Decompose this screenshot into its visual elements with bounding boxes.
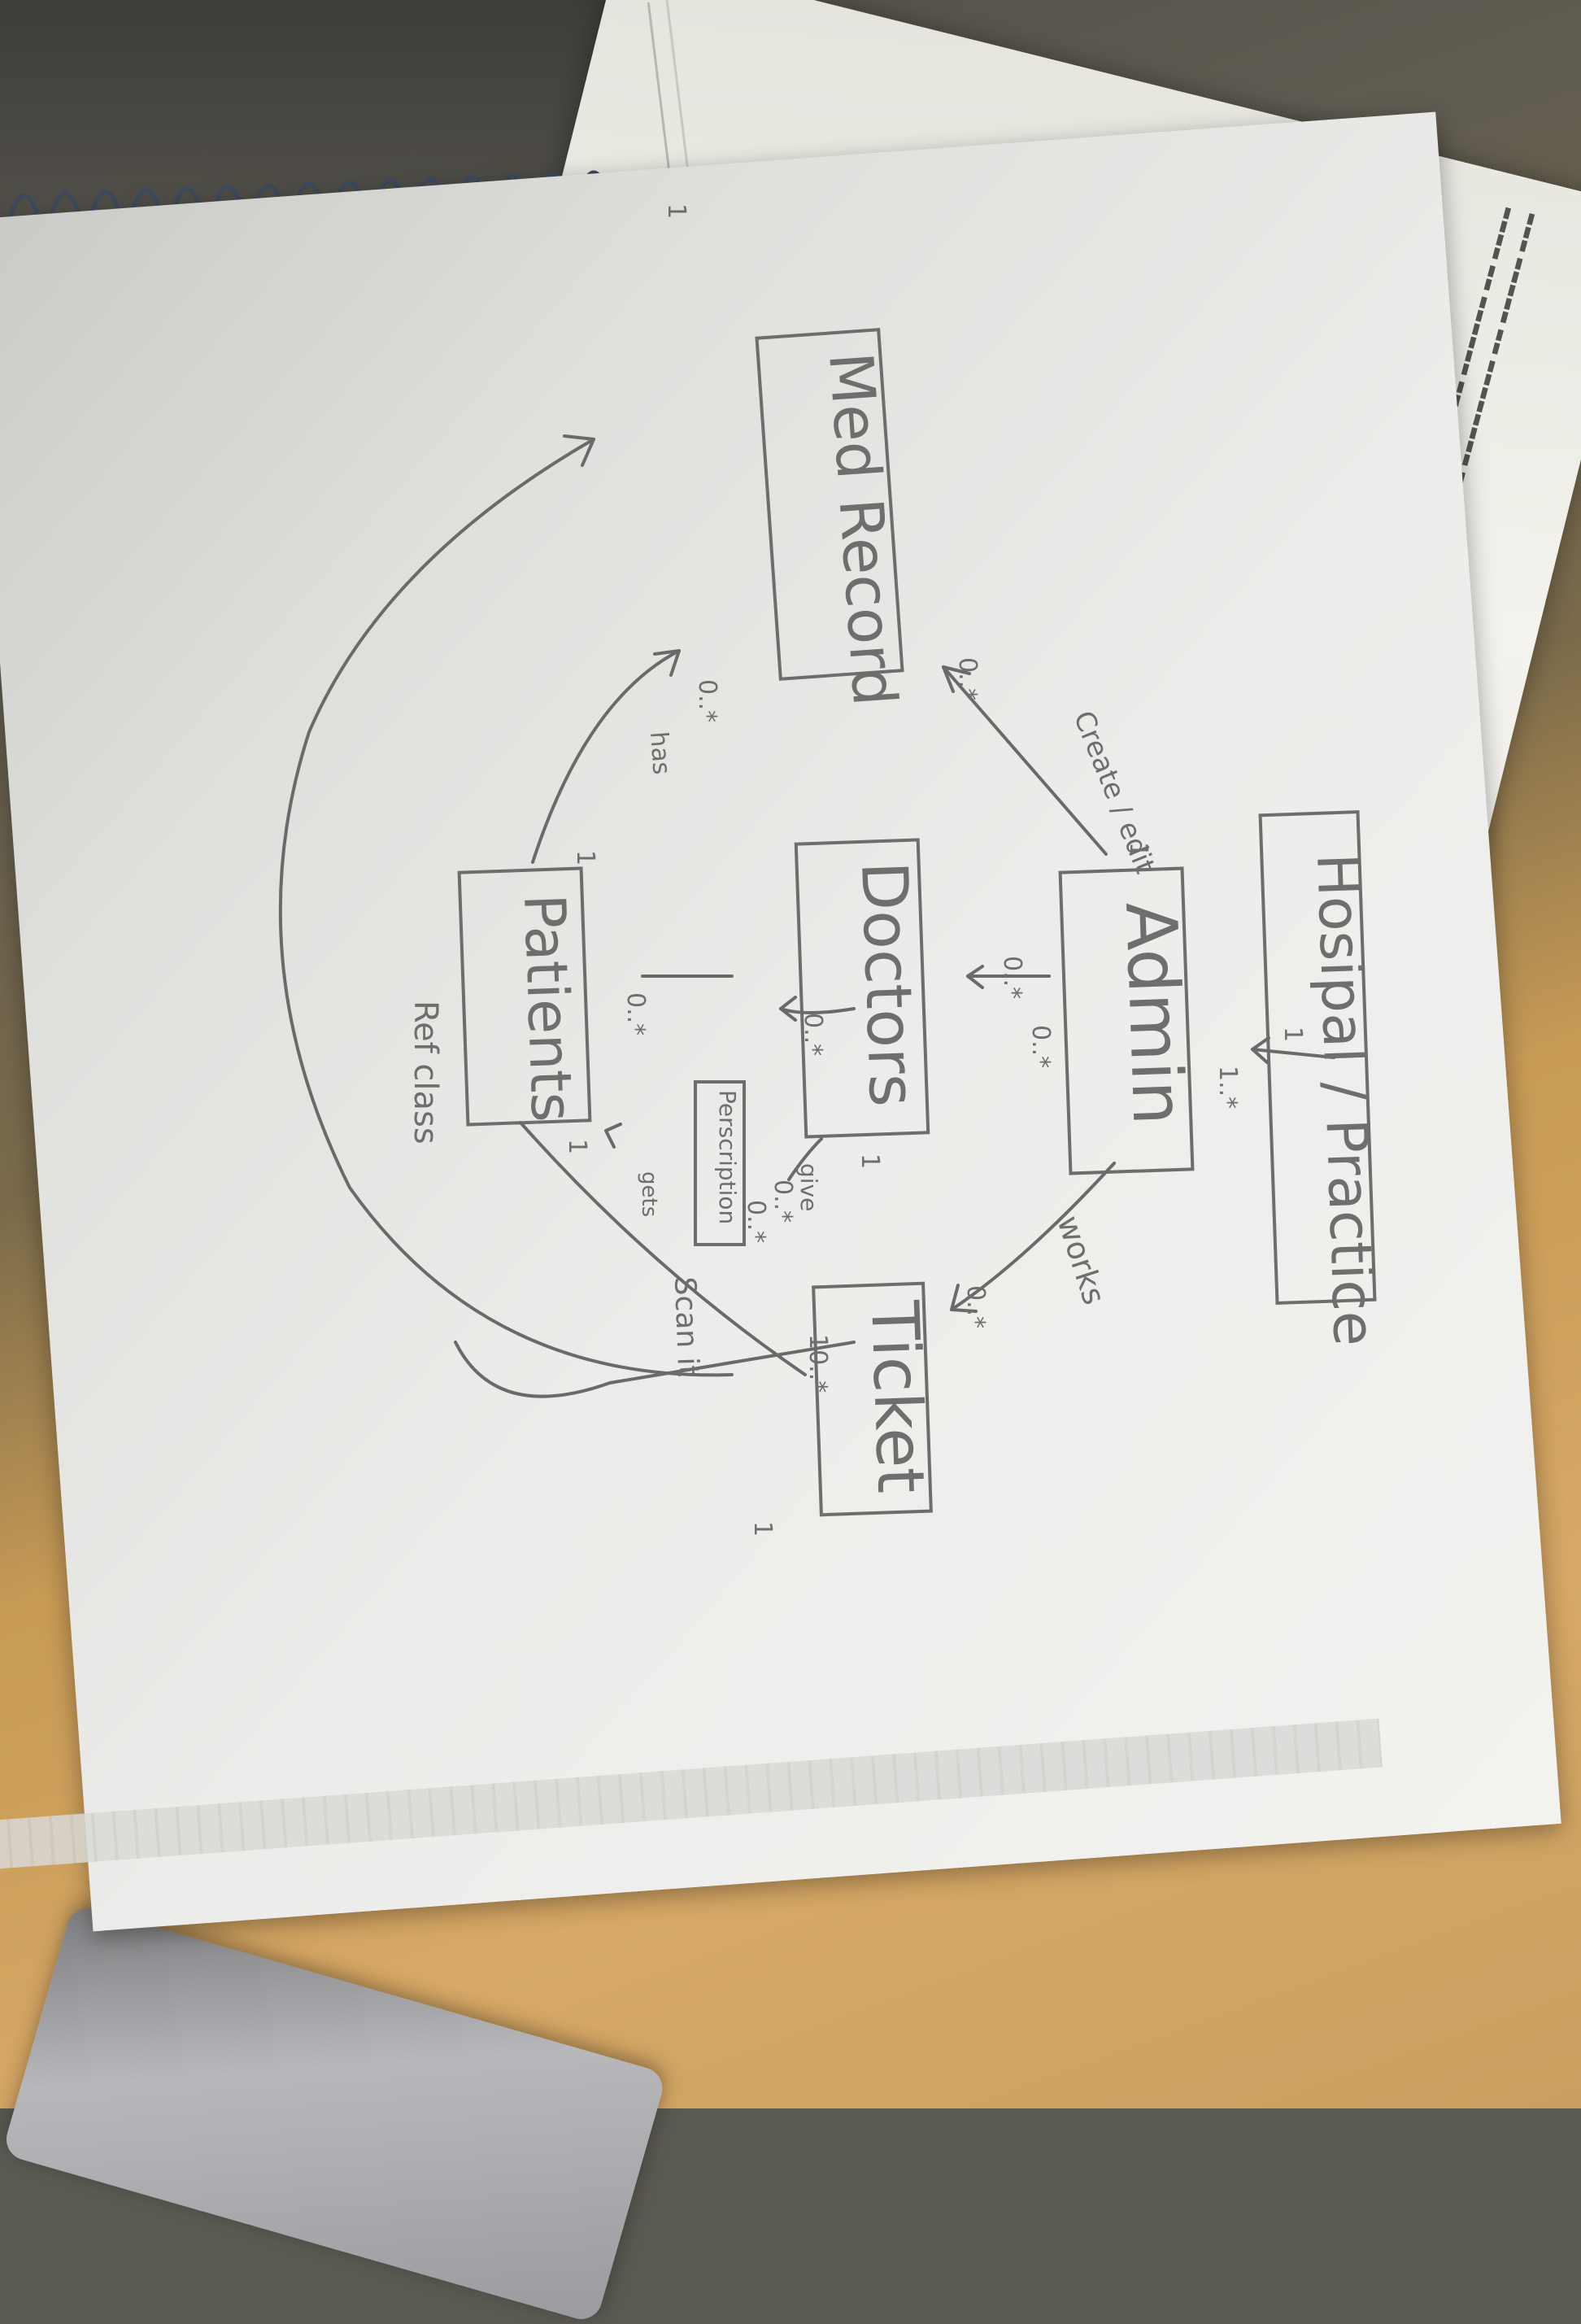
arrowhead (942, 665, 971, 693)
mult-doctors-zero-many: 0..* (799, 1013, 827, 1056)
line-admin-ticket (950, 1162, 1116, 1311)
line-patients-ticket (519, 1121, 807, 1376)
arrowhead (653, 649, 681, 677)
assoc-scan-it: Scan it (668, 1276, 704, 1377)
mult-medrecord-zero-many: 0..* (953, 657, 982, 700)
mult-hospital-one: 1 (1278, 1027, 1307, 1042)
box-prescription (694, 1080, 746, 1246)
caption-ref-class: Ref class (407, 1001, 444, 1145)
mult-prescription-zero-many-b: 0..* (769, 1179, 797, 1223)
label-hospital: Hosipal / Practice (1304, 852, 1387, 1347)
association-lines (278, 434, 1335, 1398)
arrowhead (604, 1123, 622, 1149)
class-labels: Hosipal / Practice Admin Doctors Patient… (511, 350, 1387, 1494)
label-patients: Patients (511, 893, 586, 1123)
box-ticket (812, 1281, 933, 1517)
class-boxes (457, 328, 1377, 1517)
arrowhead (1251, 1036, 1270, 1064)
mult-patients-one: 1 (571, 850, 599, 866)
mult-admin-zero-many-b: 0..* (998, 956, 1026, 999)
line-ticket-prescription (454, 1341, 856, 1398)
mult-admin-one: 1 (1124, 842, 1152, 857)
arrowhead (966, 965, 984, 989)
arrowhead (950, 1284, 978, 1313)
box-patients (457, 866, 592, 1127)
mult-prescription-zero-many: 0..* (742, 1200, 770, 1243)
box-admin (1058, 866, 1195, 1175)
mult-hospital-many: 1..* (1213, 1066, 1242, 1109)
mult-patients-one-b: 1 (563, 1139, 591, 1154)
mult-doctors-one: 1 (856, 1153, 884, 1169)
mult-ticket-one: 1 (748, 1521, 777, 1537)
label-doctors: Doctors (847, 861, 928, 1109)
label-prescription: Perscription (714, 1090, 741, 1224)
box-med-record (755, 328, 904, 681)
mult-medrecord-zero-many-b: 0..* (693, 679, 721, 722)
line-doctors-prescription (787, 1137, 823, 1181)
box-doctors (794, 838, 930, 1139)
label-med-record: Med Record (815, 350, 909, 708)
assoc-has: has (644, 730, 676, 775)
arrowhead (641, 975, 797, 1022)
line-ticket-medrecord-loop (278, 438, 734, 1377)
mult-admin-zero-many: 0..* (1026, 1025, 1055, 1068)
assoc-works: works (1050, 1211, 1112, 1309)
assoc-gets: gets (637, 1171, 661, 1217)
hand-drawn-uml-diagram: Hosipal / Practice Admin Doctors Patient… (278, 203, 1387, 1537)
mult-ticket-zero-many: 0..* (961, 1285, 990, 1328)
assoc-give: give (795, 1163, 822, 1211)
mult-medrecord-one: 1 (662, 203, 690, 219)
label-ticket: Ticket (856, 1298, 939, 1494)
mult-ticket-ten-many: 10..* (804, 1334, 832, 1393)
label-admin: Admin (1109, 900, 1199, 1126)
mult-patients-zero-many: 0..* (621, 992, 650, 1036)
multiplicity-labels: 1 1..* 1 0..* 0..* 0..* 1 0..* 0..* 1 10… (563, 203, 1307, 1537)
line-admin-medrecord (942, 665, 1108, 856)
line-hospital-admin (1251, 1048, 1335, 1059)
box-hospital (1258, 810, 1377, 1305)
arrowhead (563, 434, 595, 467)
line-patients-medrecord (531, 649, 681, 864)
line-doctors-patients (779, 1007, 856, 1014)
